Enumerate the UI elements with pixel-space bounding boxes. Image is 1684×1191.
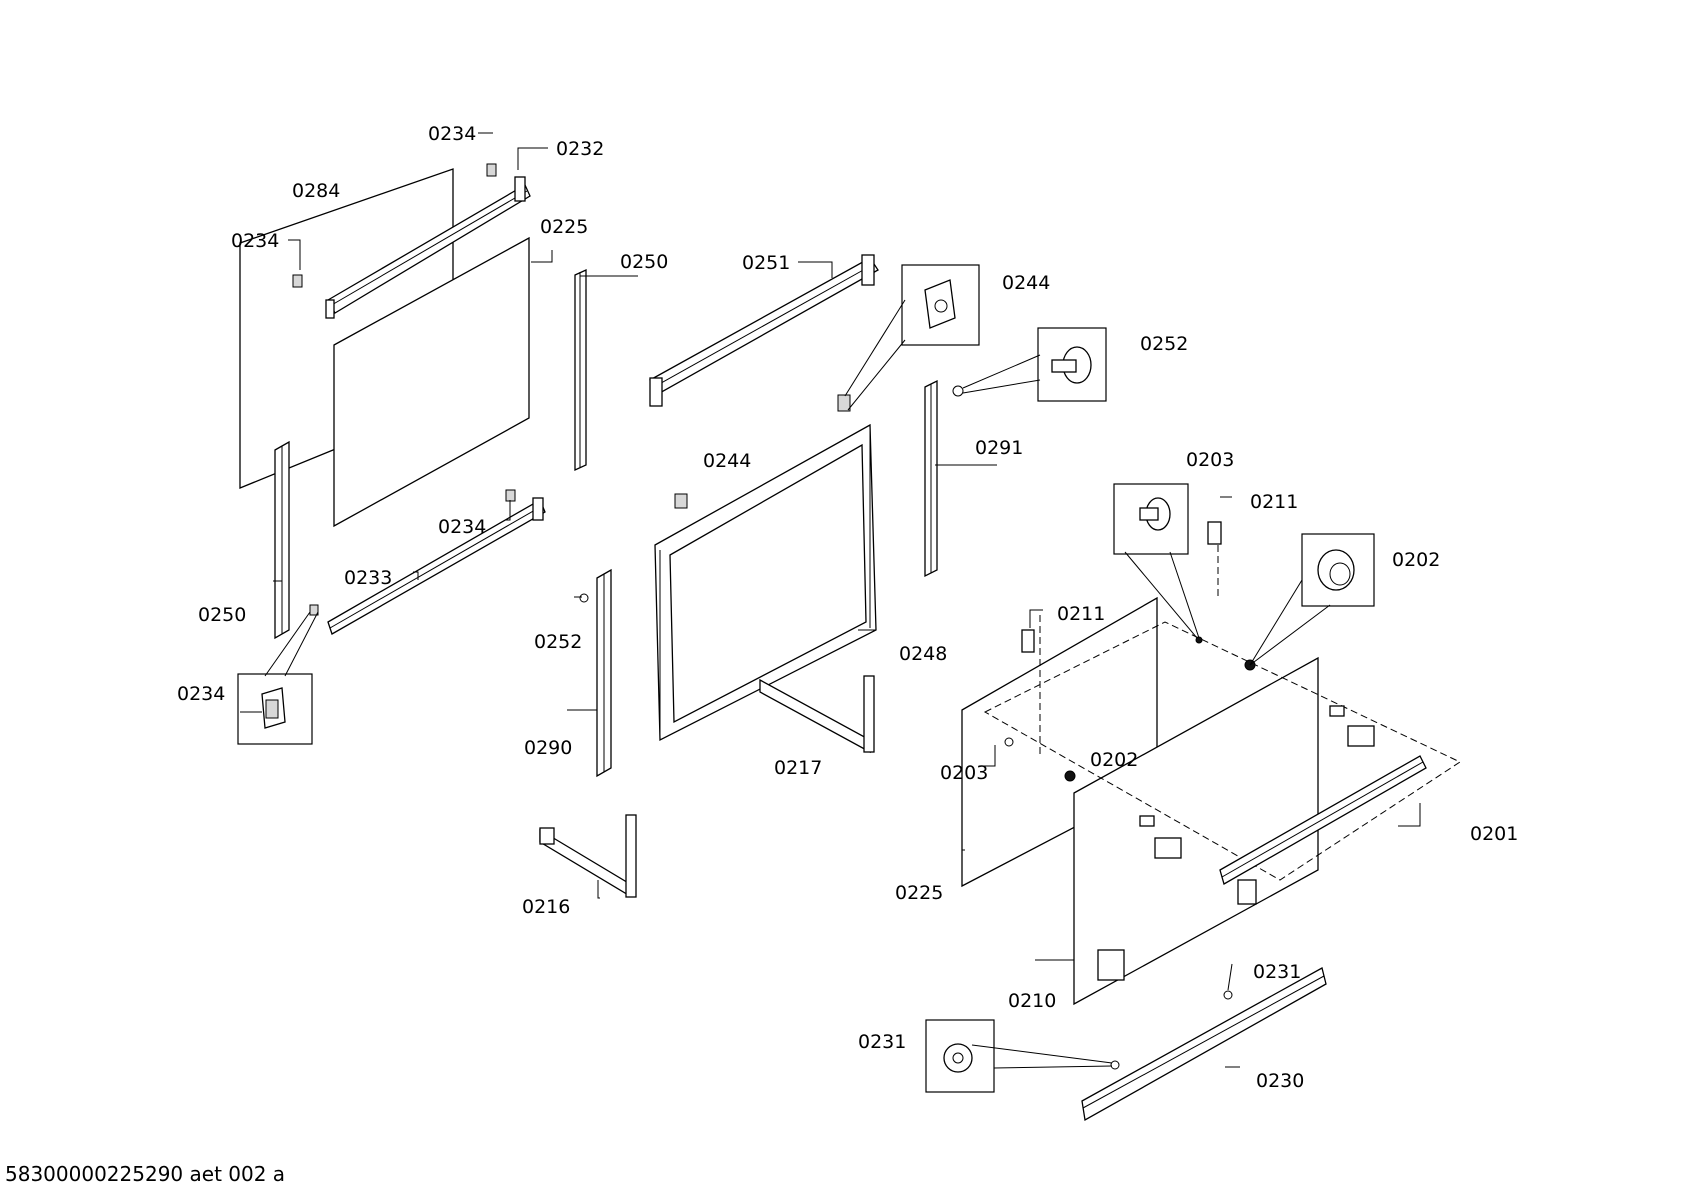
panel-module-c — [1139, 815, 1155, 827]
part-0211-bracket-right — [1207, 521, 1222, 545]
label-0231-left: 0231 — [858, 1031, 906, 1053]
label-0233: 0233 — [344, 567, 392, 589]
part-0201-trim-strip — [1219, 755, 1427, 885]
label-0252-top: 0252 — [1140, 333, 1188, 355]
panel-module-d — [1329, 705, 1345, 717]
part-0234-clip-mid — [505, 489, 516, 502]
part-0216-hinge-bracket — [539, 814, 637, 898]
label-0252-lower: 0252 — [534, 631, 582, 653]
label-0248: 0248 — [899, 643, 947, 665]
label-0230: 0230 — [1256, 1070, 1304, 1092]
label-0203-top: 0203 — [1186, 449, 1234, 471]
detail-box-0234 — [237, 673, 313, 745]
label-0216: 0216 — [522, 896, 570, 918]
label-0244-mid: 0244 — [703, 450, 751, 472]
label-0234-top: 0234 — [428, 123, 476, 145]
detail-box-0252 — [1037, 327, 1107, 402]
label-0284: 0284 — [292, 180, 340, 202]
label-0291: 0291 — [975, 437, 1023, 459]
part-0252-pin-top — [952, 385, 964, 397]
label-0211-right: 0211 — [1250, 491, 1298, 513]
part-0217-hinge-bracket — [759, 675, 875, 754]
label-0234-bottom: 0234 — [177, 683, 225, 705]
label-0232: 0232 — [556, 138, 604, 160]
part-0210-control-panel — [1073, 656, 1319, 1006]
label-0211-left: 0211 — [1057, 603, 1105, 625]
part-0231-screw-strip — [1223, 990, 1233, 1000]
part-0203-knob-left — [1004, 737, 1014, 747]
part-0201-housing-outline — [983, 621, 1462, 881]
label-0217: 0217 — [774, 757, 822, 779]
part-0232-top-profile — [325, 176, 531, 319]
panel-bracket-e — [1097, 949, 1125, 981]
part-0231-screw-front — [1110, 1060, 1120, 1070]
part-0234-clip-bottom — [309, 604, 319, 616]
part-0211-bracket-left — [1021, 629, 1035, 653]
part-0233-bottom-profile — [327, 497, 546, 635]
label-0234-left: 0234 — [231, 230, 279, 252]
label-0225-right: 0225 — [895, 882, 943, 904]
panel-module-a — [1154, 837, 1182, 859]
part-0230-bottom-strip — [1081, 967, 1327, 1122]
detail-box-0244 — [901, 264, 980, 346]
detail-box-0231 — [925, 1019, 995, 1093]
detail-box-0203 — [1113, 483, 1189, 555]
document-id: 58300000225290 aet 002 a — [5, 1162, 285, 1186]
part-0234-clip-top — [486, 163, 497, 177]
part-0250-side-profile-mid — [574, 268, 587, 472]
label-0234-mid: 0234 — [438, 516, 486, 538]
label-0202-left: 0202 — [1090, 749, 1138, 771]
part-0251-frame-top-profile — [649, 254, 879, 407]
detail-box-0202 — [1301, 533, 1375, 607]
label-0251: 0251 — [742, 252, 790, 274]
label-0225-left: 0225 — [540, 216, 588, 238]
label-0202-top: 0202 — [1392, 549, 1440, 571]
part-0250-side-profile-left — [274, 440, 290, 640]
panel-module-b — [1347, 725, 1375, 747]
part-0244-clip-frame — [837, 394, 851, 412]
label-0244-top: 0244 — [1002, 272, 1050, 294]
label-0250-mid: 0250 — [620, 251, 668, 273]
label-0250-left: 0250 — [198, 604, 246, 626]
label-0231-right: 0231 — [1253, 961, 1301, 983]
part-0244-clip-small — [674, 493, 688, 509]
part-0291-side-profile-right — [924, 379, 938, 578]
part-0290-side-profile-lower — [596, 568, 612, 778]
part-0252-pin-lower — [579, 593, 589, 603]
label-0290: 0290 — [524, 737, 572, 759]
label-0203-left: 0203 — [940, 762, 988, 784]
part-0248-door-frame — [654, 423, 877, 742]
label-0210: 0210 — [1008, 990, 1056, 1012]
part-0225-inner-glass — [333, 236, 530, 528]
part-0202-knob-left — [1064, 770, 1076, 782]
label-0201: 0201 — [1470, 823, 1518, 845]
panel-bracket-f — [1237, 879, 1257, 905]
part-0234-clip-left — [292, 274, 303, 288]
